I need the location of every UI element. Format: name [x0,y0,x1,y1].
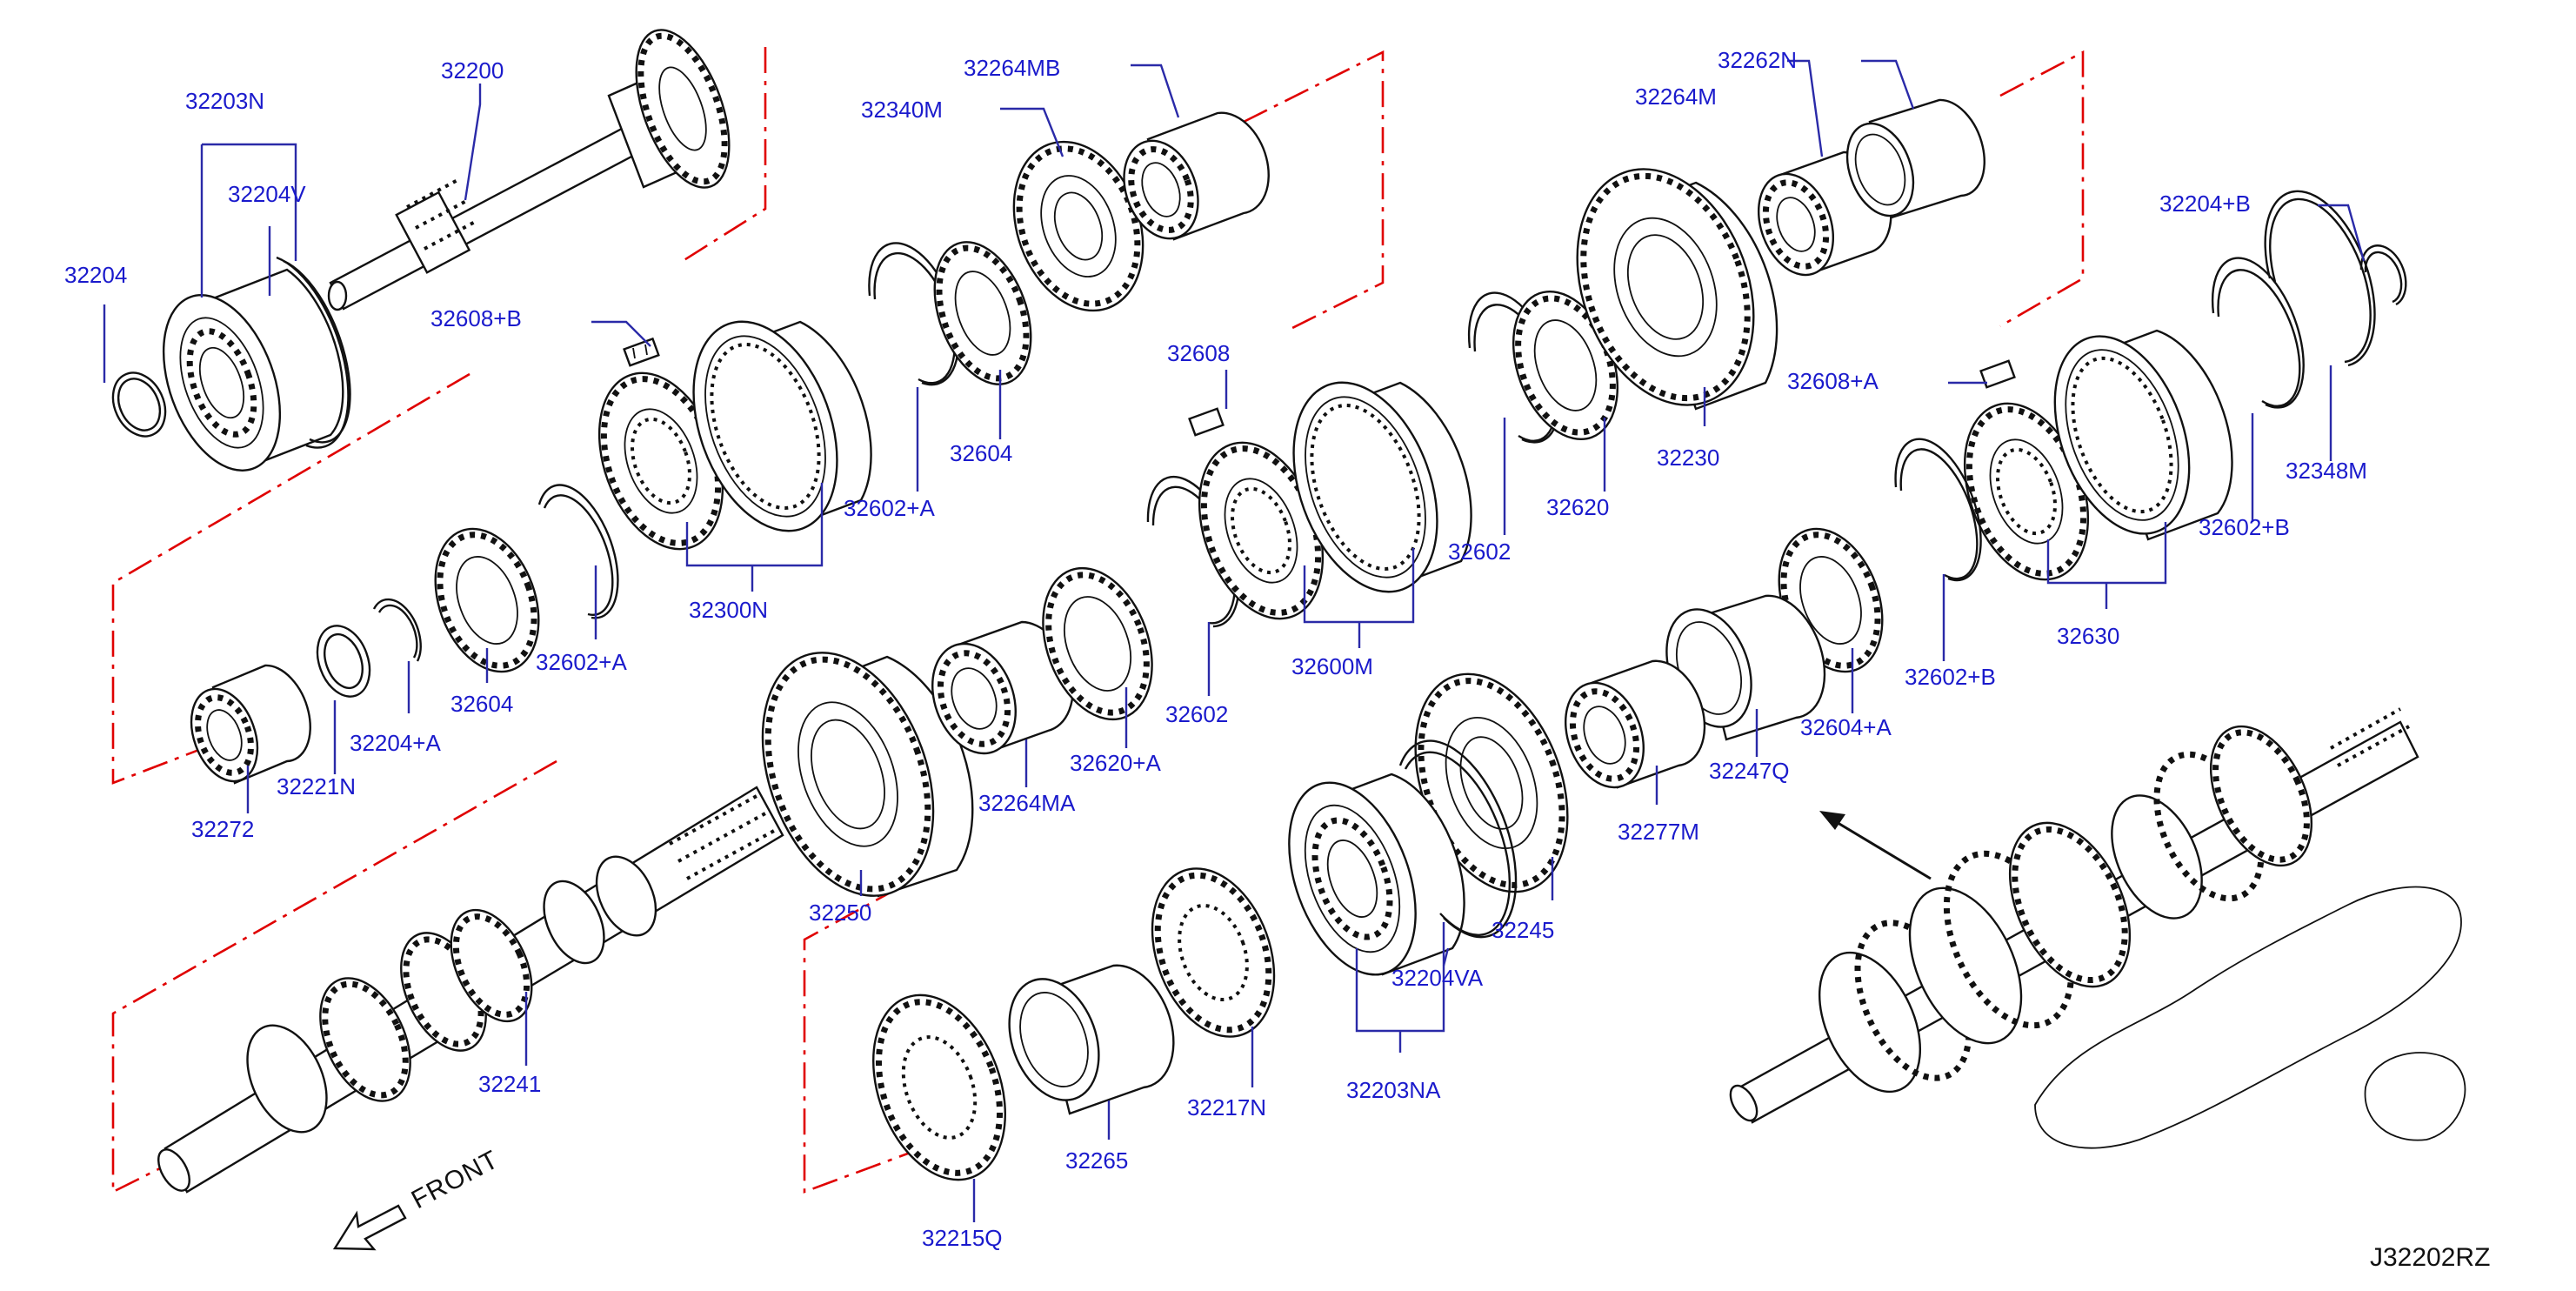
part-label: 32203N [185,88,264,114]
part-label: 32604+A [1800,714,1892,740]
insert-32608 [1188,407,1225,437]
part-label: 32230 [1657,445,1719,471]
part-label: 32602+B [2199,514,2290,540]
snap-ring-32602b-mid [1894,438,1982,582]
part-label: 32300N [689,597,768,623]
gear-32217n [1151,867,1276,1038]
part-label: 32264MA [978,790,1076,816]
part-label: 32602 [1448,538,1511,565]
insert-32608a [1979,359,2016,389]
snap-ring-32204va [1398,739,1518,939]
baulk-ring-32620a [1042,566,1153,721]
sleeve-32300n [692,320,872,532]
part-label: 32264M [1635,84,1717,110]
snap-ring-32204a [372,598,422,662]
snap-ring-32204 [111,371,167,438]
part-label: 32241 [478,1071,541,1097]
part-label: 32608+B [430,305,522,331]
part-label: 32217N [1187,1094,1266,1120]
part-label: 32250 [809,900,871,926]
snap-ring-32602b-right [2211,257,2305,409]
part-label: 32204+A [350,730,441,756]
sleeve-32600m [1292,381,1472,593]
part-label: 32608 [1167,340,1230,366]
part-label: 32215Q [922,1225,1003,1251]
direction-arrow [1819,811,1932,880]
needle-bearing-32264mb [1123,111,1270,241]
snap-ring-32602a-left [537,484,619,619]
part-label: 32204 [64,262,127,288]
gear-32215q [872,993,1006,1181]
part-label: 32203NA [1346,1077,1441,1103]
part-label: 32604 [450,691,513,717]
needle-bearing-32264ma [931,620,1074,755]
part-label: 32348M [2286,458,2367,484]
part-label: 32340M [861,97,943,123]
assembled-shaft-illustration [1729,707,2466,1149]
sleeve-32630 [2053,329,2233,541]
front-label: FRONT [407,1145,504,1214]
part-label: 32620 [1546,494,1609,520]
part-label: 32604 [950,440,1012,466]
bushing-32262n [1845,98,1985,219]
part-label: 32204V [228,181,306,207]
bushing-32265 [1008,964,1175,1115]
part-label: 32221N [277,773,356,799]
bushing-32247q [1665,594,1826,741]
part-label: 32264MB [964,55,1060,81]
main-drive-shaft [327,29,731,311]
baulk-ring-32604-upper [933,241,1032,385]
part-label: 32608+A [1787,368,1879,394]
gear-32250 [761,652,974,898]
part-label: 32200 [441,57,504,84]
insert-32608b [623,337,660,367]
part-label: 32265 [1065,1147,1128,1174]
bearing-32203na [1288,773,1465,976]
snap-ring-32204b [2359,244,2407,306]
gear-32245 [1414,672,1569,893]
snap-ring-32348m [2264,190,2376,367]
bearing-32203n [162,268,344,472]
part-label: 32630 [2057,623,2119,649]
needle-bearing-32277m [1564,659,1706,789]
part-label: 32602 [1165,701,1228,727]
synchro-hub-32600m [1198,441,1325,620]
synchro-hub-32300n [597,371,724,551]
part-label: 32247Q [1709,758,1790,784]
front-arrow: FRONT [332,1145,504,1251]
part-label: 32262N [1718,47,1797,73]
counter-shaft-32241 [157,786,784,1194]
part-label: 32277M [1618,819,1699,845]
snap-ring-32204v [276,256,351,449]
part-label: 32245 [1492,917,1554,943]
part-label: 32602+A [844,495,935,521]
part-label: 32204+B [2159,191,2251,217]
part-labels: 32200 32203N 32204V 32204 32608+B 32272 … [64,47,2367,1251]
part-label: 32620+A [1070,750,1161,776]
part-label: 32602+B [1905,664,1996,690]
part-label: 32272 [191,816,254,842]
diagram-code: J32202RZ [2370,1243,2490,1272]
phantom-lines [111,47,2085,1194]
part-label: 32602+A [536,649,627,675]
leader-lines [103,59,2366,1222]
part-label: 32204VA [1391,965,1484,991]
washer-32221n [316,625,371,698]
part-label: 32600M [1291,653,1373,679]
baulk-ring-32604 [434,527,540,673]
needle-bearing-32272 [190,664,311,785]
